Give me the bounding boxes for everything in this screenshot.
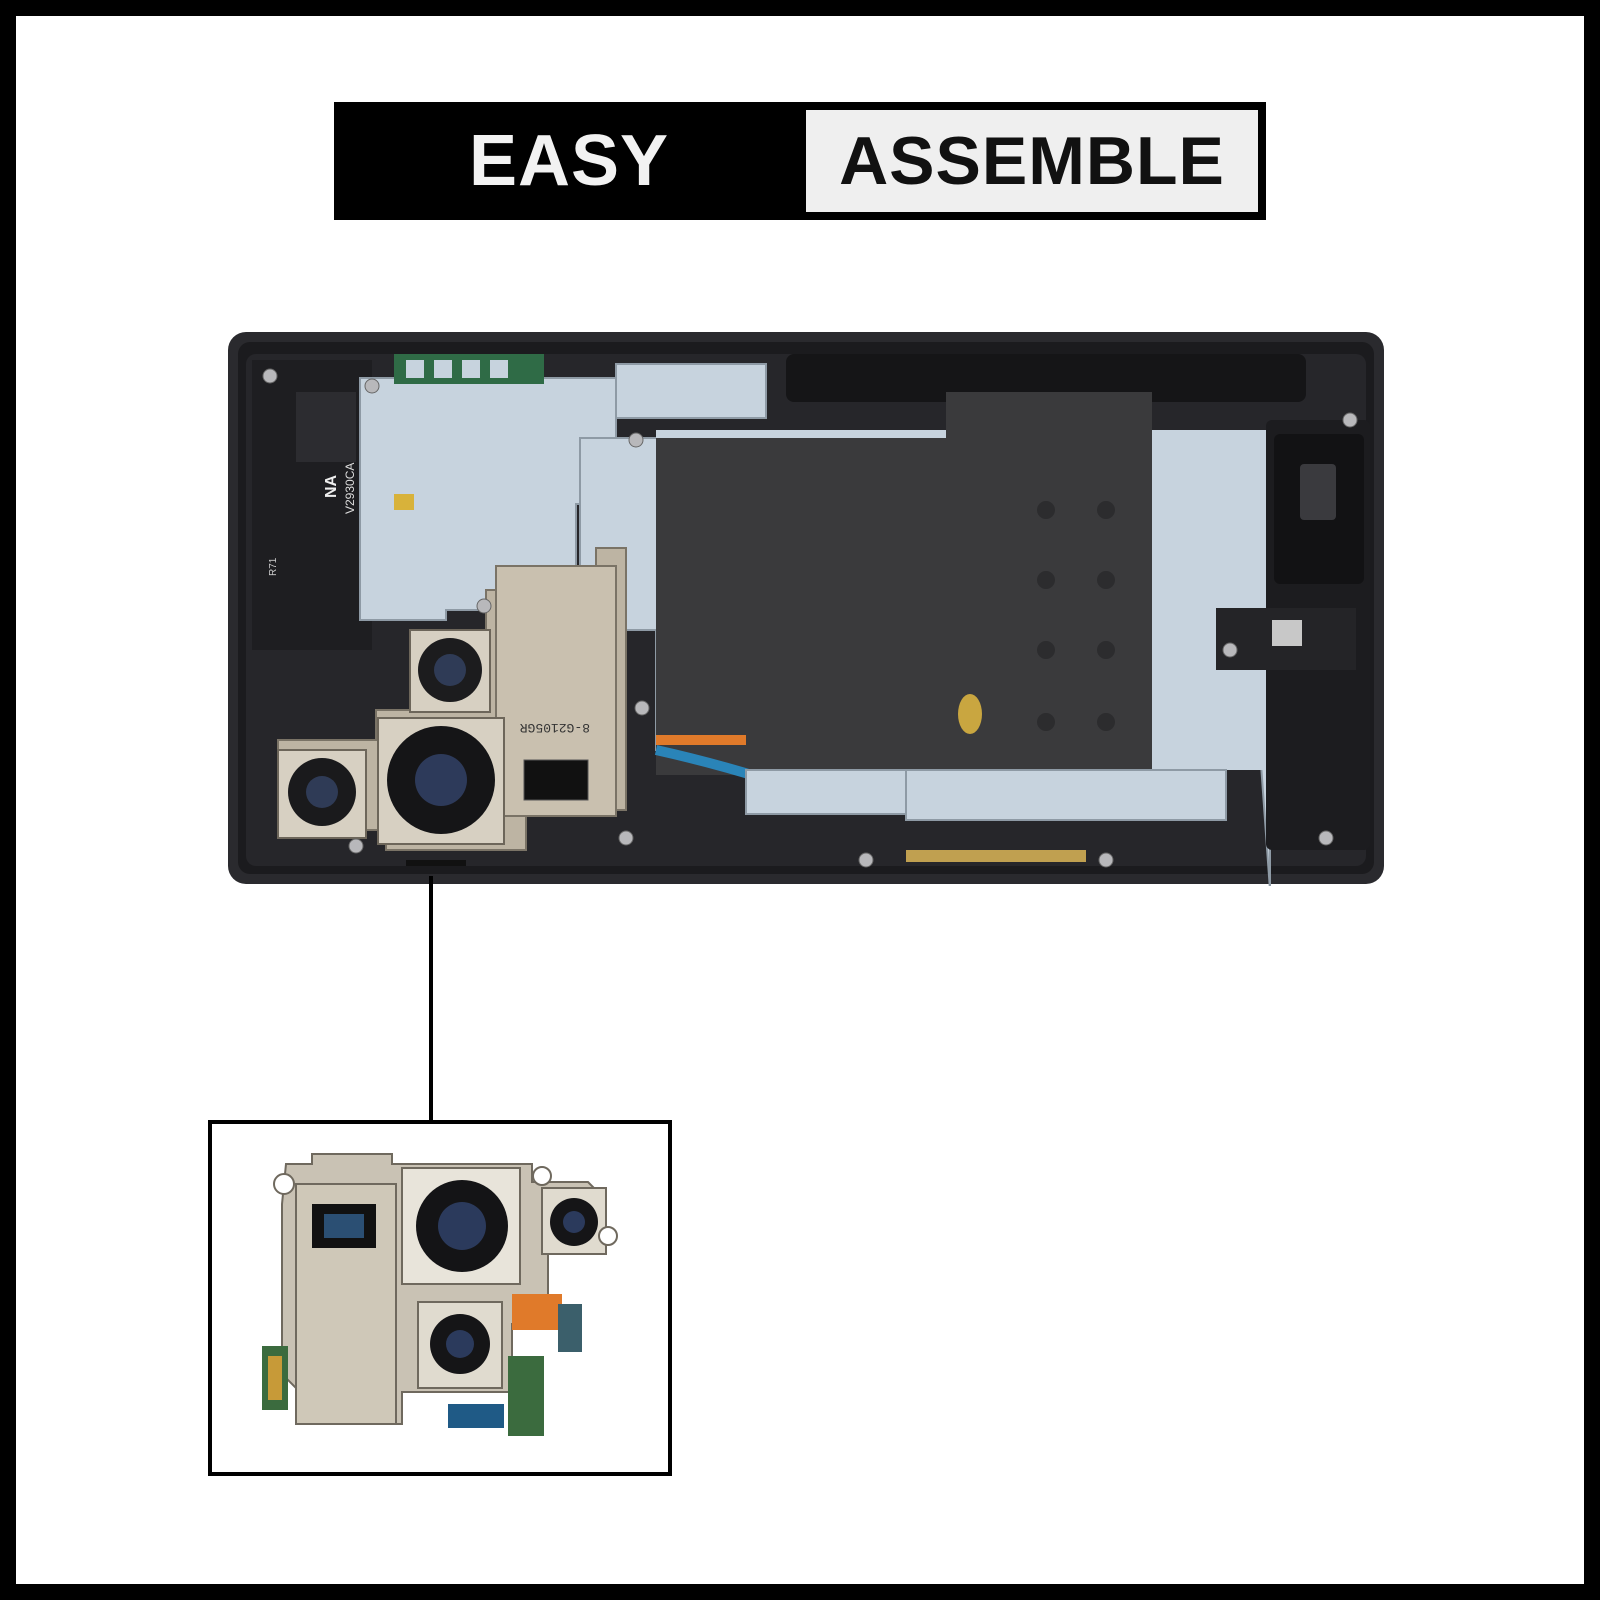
periscope-window [523, 759, 589, 801]
camera-lens-icon [277, 629, 505, 845]
shield-plate-top [615, 363, 767, 419]
board-code-label: V2930CA [343, 463, 357, 514]
title-banner: EASY ASSEMBLE [334, 102, 1266, 220]
wireless-charging-coil [656, 392, 1152, 775]
module-code-label: 8-G2105GR [520, 720, 590, 735]
screw-icon [262, 368, 1358, 868]
page-canvas: EASY ASSEMBLE V2930CA NA R71 [16, 16, 1584, 1584]
region-label: NA [323, 474, 340, 498]
board-code-text: V2930CA NA R71 [268, 463, 357, 576]
camera-module-inset [208, 1120, 672, 1476]
phone-interior-image: V2930CA NA R71 [228, 332, 1384, 886]
banner-easy-label: EASY [468, 121, 670, 201]
camera-module-detail-image [262, 1153, 618, 1436]
callout-leader-line [429, 876, 433, 1122]
board-rev-label: R71 [268, 557, 279, 576]
banner-assemble-label: ASSEMBLE [806, 110, 1258, 212]
